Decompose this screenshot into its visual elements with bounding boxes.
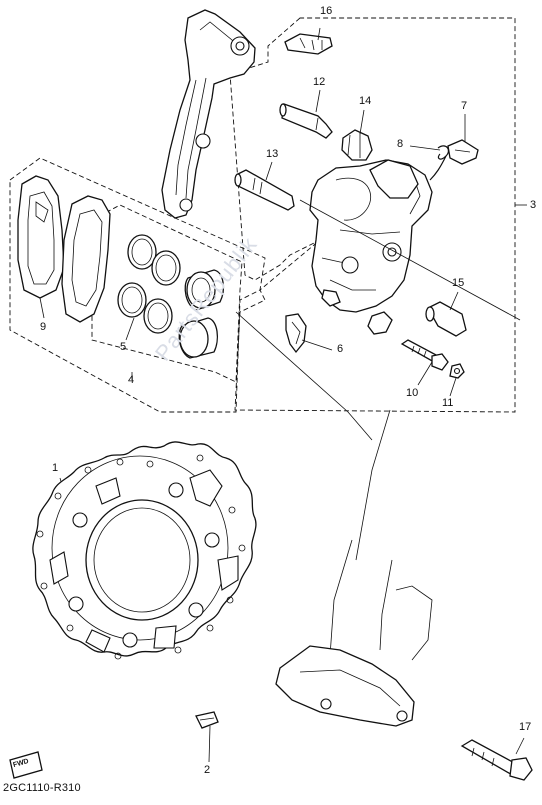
callout-10: 10 (406, 387, 419, 399)
caliper-bolt-10 (400, 339, 449, 371)
callout-2: 2 (204, 764, 211, 776)
callout-13: 13 (266, 148, 279, 160)
callout-6: 6 (337, 343, 344, 355)
callout-4: 4 (128, 374, 135, 386)
callout-3: 3 (530, 199, 537, 211)
caliper-group-outline (229, 17, 516, 413)
callout-16: 16 (320, 5, 333, 17)
pad-spring (284, 33, 333, 55)
bracket-bolt (460, 739, 533, 781)
brake-disc (32, 441, 257, 660)
diagram-code: 2GC1110-R310 (3, 782, 81, 794)
caliper-pin-13 (234, 169, 295, 211)
pistons (178, 269, 225, 359)
callout-5: 5 (120, 341, 127, 353)
bleed-screw-assembly (429, 139, 479, 181)
pad-clip (285, 313, 307, 354)
callout-15: 15 (452, 277, 465, 289)
callout-7: 7 (461, 100, 468, 112)
disc-bolt (195, 711, 219, 729)
caliper-pin-12 (279, 103, 333, 139)
fwd-badge (9, 751, 43, 779)
caliper-bracket (161, 9, 256, 219)
callout-12: 12 (313, 76, 326, 88)
callout-11: 11 (442, 397, 454, 409)
small-boot (367, 311, 393, 335)
callout-1: 1 (52, 462, 59, 474)
callout-14: 14 (359, 95, 372, 107)
piston-seals (117, 234, 181, 334)
brake-pad-left (17, 175, 65, 299)
seal-kit-outline (91, 204, 243, 383)
caliper-bolt-15 (425, 301, 467, 337)
brake-pad-right (61, 195, 111, 323)
callout-8: 8 (397, 138, 404, 150)
alignment-line-3 (299, 199, 521, 321)
dust-boot-14 (341, 129, 373, 161)
alignment-line-2 (355, 409, 391, 561)
callout-9: 9 (40, 321, 47, 333)
fork-leg (275, 539, 433, 727)
callout-17: 17 (519, 721, 532, 733)
alignment-line-1 (235, 311, 373, 441)
nut-11 (449, 363, 465, 379)
caliper-body (309, 159, 433, 313)
